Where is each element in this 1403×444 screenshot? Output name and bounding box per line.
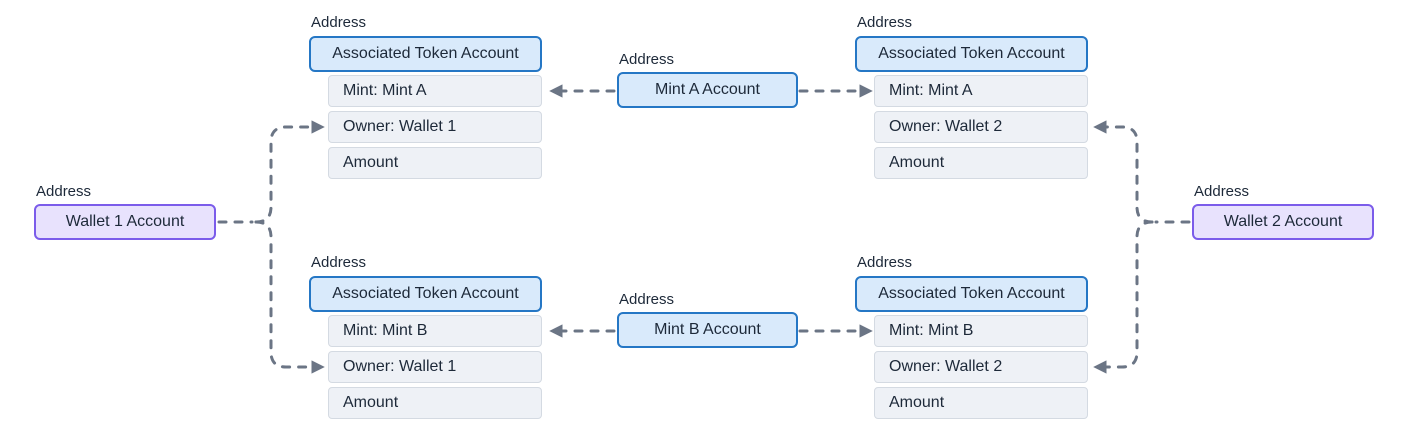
- wallet2-address-label: Address: [1194, 183, 1250, 200]
- arrow-wallet2-to-owner-bottom: [1093, 220, 1154, 374]
- ata-wallet2-mintA-owner-row: Owner: Wallet 2: [874, 111, 1088, 143]
- wallet1-account-box: Wallet 1 Account: [34, 204, 216, 240]
- ata-wallet1-mintA-header: Associated Token Account: [309, 36, 542, 72]
- ata-wallet1-mintB-amount-row: Amount: [328, 387, 542, 419]
- mintA-address-label: Address: [619, 51, 675, 68]
- ata-wallet1-mintB-address-label: Address: [311, 254, 367, 271]
- mintB-address-label: Address: [619, 291, 675, 308]
- ata-wallet2-mintB-amount-row: Amount: [874, 387, 1088, 419]
- ata-wallet1-mintB-mint-row: Mint: Mint B: [328, 315, 542, 347]
- arrow-wallet2-to-owner-top: [1093, 120, 1154, 224]
- wallet2-account-box: Wallet 2 Account: [1192, 204, 1374, 240]
- ata-wallet1-mintB-owner-row: Owner: Wallet 1: [328, 351, 542, 383]
- ata-wallet1-mintA-address-label: Address: [311, 14, 367, 31]
- mintB-account-box: Mint B Account: [617, 312, 798, 348]
- arrow-wallet1-to-owner-top: [254, 120, 325, 224]
- mintA-account-box: Mint A Account: [617, 72, 798, 108]
- ata-wallet1-mintA-owner-row: Owner: Wallet 1: [328, 111, 542, 143]
- wallet1-address-label: Address: [36, 183, 92, 200]
- ata-wallet2-mintB-address-label: Address: [857, 254, 913, 271]
- ata-wallet2-mintB-mint-row: Mint: Mint B: [874, 315, 1088, 347]
- ata-wallet1-mintA-mint-row: Mint: Mint A: [328, 75, 542, 107]
- arrow-wallet1-to-owner-bottom: [254, 220, 325, 374]
- ata-wallet1-mintB-header: Associated Token Account: [309, 276, 542, 312]
- ata-wallet2-mintA-mint-row: Mint: Mint A: [874, 75, 1088, 107]
- ata-wallet2-mintA-header: Associated Token Account: [855, 36, 1088, 72]
- ata-wallet2-mintA-address-label: Address: [857, 14, 913, 31]
- ata-wallet1-mintA-amount-row: Amount: [328, 147, 542, 179]
- ata-wallet2-mintB-owner-row: Owner: Wallet 2: [874, 351, 1088, 383]
- ata-wallet2-mintB-header: Associated Token Account: [855, 276, 1088, 312]
- ata-wallet2-mintA-amount-row: Amount: [874, 147, 1088, 179]
